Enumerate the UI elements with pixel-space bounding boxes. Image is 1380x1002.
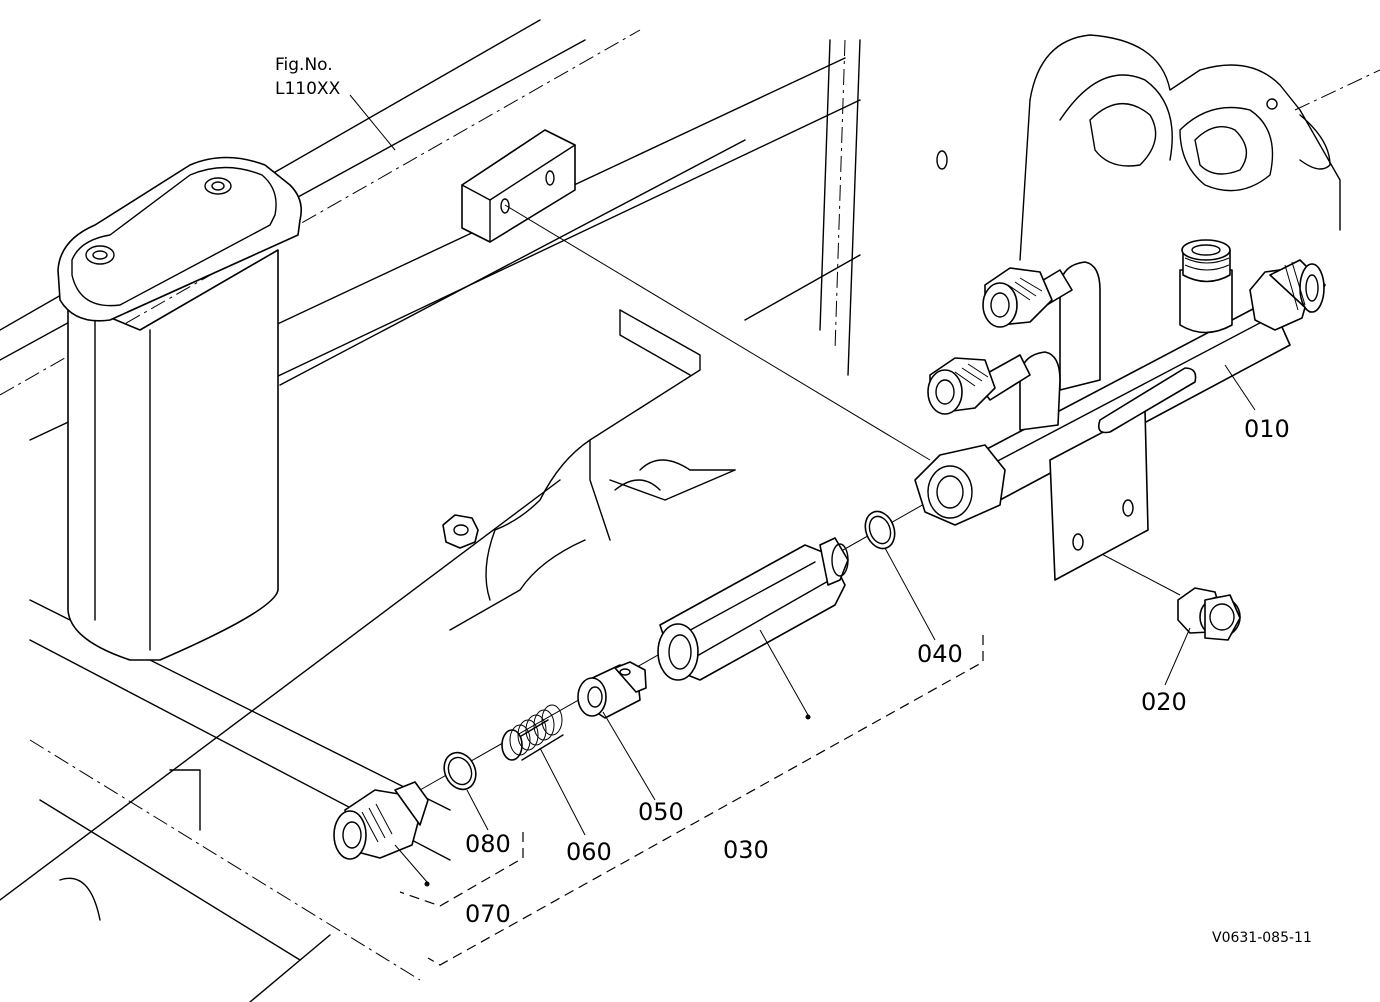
part-020-plug	[1177, 587, 1241, 641]
callout-080: 080	[465, 830, 511, 858]
reservoir-body	[57, 156, 303, 661]
nut-icon	[442, 514, 479, 549]
callout-leaders	[349, 94, 1256, 887]
part-050-plunger	[577, 661, 647, 719]
group-bracket-070	[399, 832, 524, 907]
figure-ref-title: Fig.No.	[275, 55, 333, 75]
part-030-valve-body	[657, 537, 849, 681]
callout-030: 030	[723, 836, 769, 864]
part-040-o-ring	[864, 510, 896, 550]
drawing-code: V0631-085-11	[1212, 930, 1312, 946]
callout-040: 040	[917, 640, 963, 668]
callout-060: 060	[566, 838, 612, 866]
part-080-o-ring	[443, 751, 477, 791]
callout-020: 020	[1141, 688, 1187, 716]
part-010-manifold	[914, 239, 1326, 581]
callout-010: 010	[1244, 415, 1290, 443]
callout-050: 050	[638, 798, 684, 826]
part-070-connector	[333, 781, 429, 860]
part-060-spring	[501, 704, 564, 761]
group-bracket-030	[427, 635, 984, 966]
callout-070: 070	[465, 900, 511, 928]
figure-ref-code: L110XX	[275, 79, 341, 99]
mounting-block	[461, 129, 576, 243]
